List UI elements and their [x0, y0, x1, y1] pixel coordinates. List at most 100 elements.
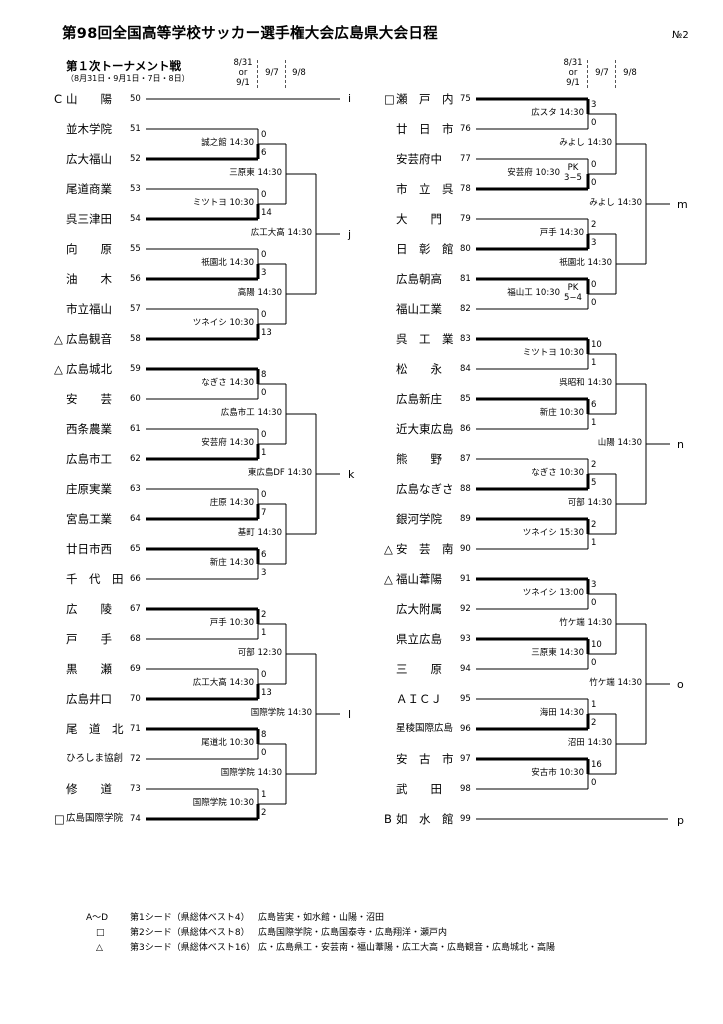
match-score: 10 — [591, 340, 602, 350]
team-seed-mark: △ — [54, 332, 63, 346]
team-number: 71 — [130, 724, 141, 734]
team-name: ひろしま協創 — [66, 753, 124, 764]
slot-label-l: l — [348, 708, 352, 721]
match-score: 0 — [261, 748, 267, 758]
team-name: 熊 野 — [396, 452, 442, 466]
team-number: 81 — [460, 274, 471, 284]
match-score: 0 — [261, 670, 267, 680]
team-number: 76 — [460, 124, 471, 134]
match-venue: 祇園北 14:30 — [559, 258, 612, 268]
team-number: 95 — [460, 694, 471, 704]
team-number: 96 — [460, 724, 471, 734]
team-number: 94 — [460, 664, 471, 674]
team-name: 安 芸 南 — [396, 542, 454, 556]
match-score: 3 — [261, 268, 267, 278]
match-venue: 国際学院 14:30 — [220, 768, 282, 778]
match-venue: 誠之館 14:30 — [201, 138, 254, 148]
match-score: 0 — [591, 178, 597, 188]
match-venue: みよし 14:30 — [589, 198, 642, 208]
match-venue: なぎさ 14:30 — [201, 378, 254, 388]
team-number: 68 — [130, 634, 141, 644]
match-score: 1 — [591, 358, 597, 368]
match-venue: 国際学院 10:30 — [192, 798, 254, 808]
slot-label-o: o — [677, 678, 684, 691]
team-number: 98 — [460, 784, 471, 794]
match-score: 1 — [591, 700, 597, 710]
team-number: 63 — [130, 484, 141, 494]
match-venue: 尾道北 10:30 — [201, 738, 254, 748]
team-number: 84 — [460, 364, 471, 374]
match-venue: 三原東 14:30 — [229, 168, 282, 178]
match-score: 10 — [591, 640, 602, 650]
match-score: 3 — [591, 238, 597, 248]
match-venue: 広島市工 14:30 — [220, 408, 282, 418]
team-name: 県立広島 — [396, 632, 442, 646]
team-name: 安芸府中 — [396, 152, 442, 166]
team-number: 64 — [130, 514, 141, 524]
match-score: 3 — [261, 568, 267, 578]
team-number: 65 — [130, 544, 141, 554]
team-name: 廿日市西 — [66, 542, 112, 556]
team-number: 51 — [130, 124, 141, 134]
team-number: 62 — [130, 454, 141, 464]
match-score: 0 — [261, 430, 267, 440]
match-score: 0 — [591, 778, 597, 788]
team-name: 広島なぎさ — [396, 482, 454, 496]
team-name: 瀬 戸 内 — [396, 92, 454, 106]
match-venue: 庄原 14:30 — [209, 498, 254, 508]
team-name: 安 古 市 — [396, 752, 454, 766]
match-venue: 安芸府 10:30 — [507, 168, 560, 178]
slot-label-j: j — [348, 228, 352, 241]
left-header-round1: 8/31 or 9/1 — [230, 58, 256, 88]
match-score: 6 — [261, 148, 267, 158]
legend-teams: 広島国際学院・広島国泰寺・広島翔洋・瀬戸内 — [258, 928, 448, 938]
header-date-a: 8/31 — [563, 58, 583, 68]
slot-label-i: i — [348, 92, 352, 105]
team-number: 61 — [130, 424, 141, 434]
team-number: 73 — [130, 784, 141, 794]
match-score: 13 — [261, 328, 272, 338]
left-header-round2: 9/7 — [265, 68, 279, 78]
team-number: 67 — [130, 604, 141, 614]
match-score: 13 — [261, 688, 272, 698]
match-venue: ミツトヨ 10:30 — [522, 348, 584, 358]
team-name: 広島城北 — [66, 362, 112, 376]
team-number: 57 — [130, 304, 141, 314]
team-name: 福山葦陽 — [396, 572, 442, 586]
match-score: 2 — [261, 610, 267, 620]
team-number: 82 — [460, 304, 471, 314]
match-venue: 竹ケ端 14:30 — [589, 678, 642, 688]
team-name: 尾 道 北 — [66, 722, 124, 736]
match-venue: 広スタ 14:30 — [531, 108, 584, 118]
team-number: 72 — [130, 754, 141, 764]
team-number: 60 — [130, 394, 141, 404]
match-venue: ツネイシ 10:30 — [192, 318, 254, 328]
team-name: 尾道商業 — [66, 182, 112, 196]
match-score: 0 — [591, 298, 597, 308]
match-score: 0 — [261, 130, 267, 140]
team-seed-mark: C — [54, 92, 63, 106]
match-score: 1 — [591, 538, 597, 548]
match-venue: なぎさ 10:30 — [531, 468, 584, 478]
match-score: 0 — [591, 280, 597, 290]
match-score: 7 — [261, 508, 267, 518]
page-number: №2 — [672, 30, 689, 41]
header-or: or — [568, 68, 578, 78]
team-number: 74 — [130, 814, 141, 824]
team-number: 75 — [460, 94, 471, 104]
match-score: 2 — [591, 460, 597, 470]
team-seed-mark: △ — [54, 362, 63, 376]
match-venue: 東広島DF 14:30 — [247, 468, 312, 478]
match-score: 3 — [591, 580, 597, 590]
header-divider — [285, 60, 286, 88]
team-name: 廿 日 市 — [396, 122, 454, 136]
match-score: 0 — [591, 598, 597, 608]
team-name: 武 田 — [396, 782, 442, 796]
match-venue: 新庄 14:30 — [209, 558, 254, 568]
tournament-subtitle: 第１次トーナメント戦 — [66, 59, 181, 73]
team-number: 59 — [130, 364, 141, 374]
match-venue: 祇園北 14:30 — [201, 258, 254, 268]
team-name: 松 永 — [396, 362, 442, 376]
team-name: 修 道 — [66, 782, 112, 796]
team-name: 銀河学院 — [396, 512, 442, 526]
